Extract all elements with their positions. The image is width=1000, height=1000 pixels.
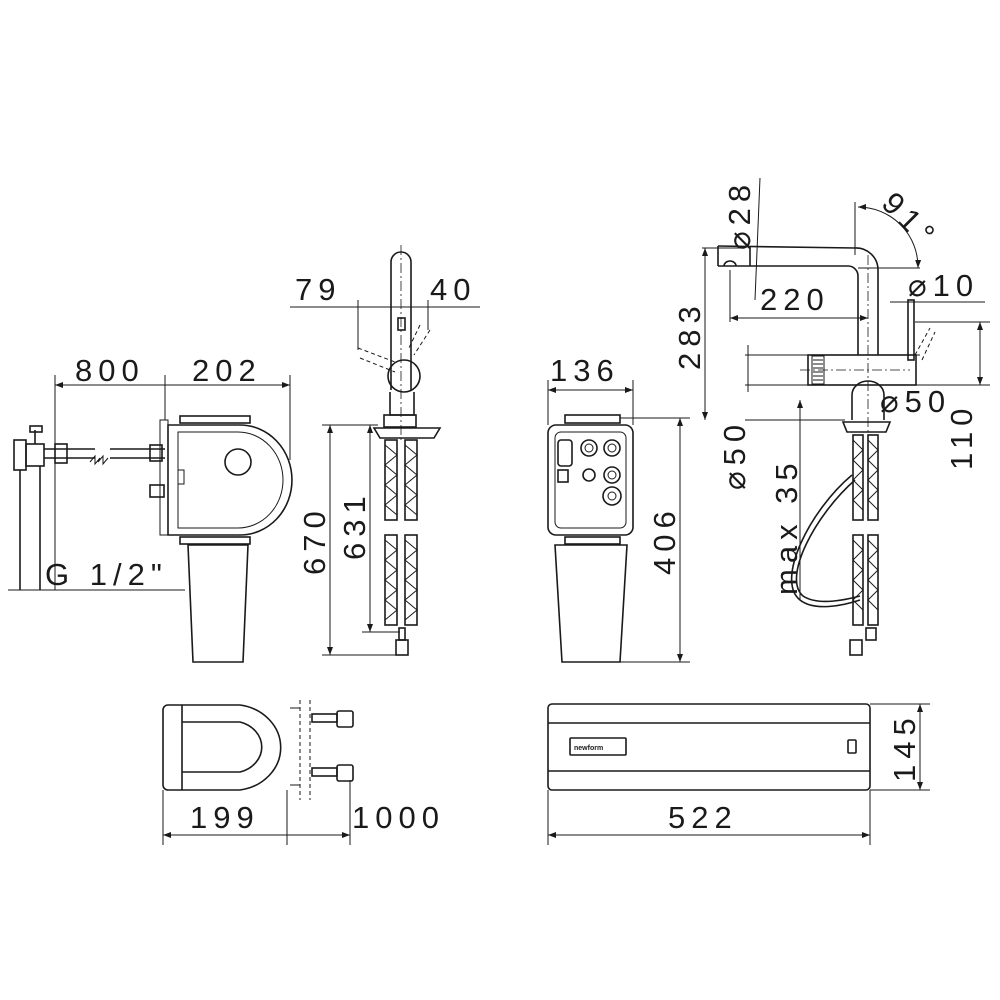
- dim-145: 145: [887, 712, 922, 782]
- tap-side-view: 79 40 670 631: [290, 245, 480, 656]
- dim-631: 631: [337, 490, 372, 560]
- brand-logo: newform: [569, 737, 627, 756]
- tap-hoses: [790, 434, 879, 656]
- dim-79: 79: [295, 272, 341, 307]
- front-view: 136 406: [547, 353, 690, 663]
- top-view-right: newform 145 522: [547, 703, 930, 845]
- dim-max-35: max 35: [769, 457, 804, 595]
- top-view-left: 199 1000: [162, 700, 445, 845]
- dim-40: 40: [430, 272, 476, 307]
- svg-text:newform: newform: [574, 745, 603, 752]
- dim-283: 283: [672, 300, 707, 370]
- dia-50-base: ⌀50: [717, 419, 752, 490]
- dim-522: 522: [668, 800, 738, 835]
- dim-199: 199: [190, 800, 260, 835]
- hoses: [384, 439, 418, 656]
- dim-1000: 1000: [352, 800, 445, 835]
- thread-label: G 1/2": [45, 557, 168, 592]
- indicator-light: [847, 739, 857, 754]
- dia-10: ⌀10: [908, 268, 979, 303]
- dia-28: ⌀28: [722, 179, 757, 250]
- dim-110: 110: [944, 403, 979, 470]
- side-view: 800 202 G 1/2": [8, 353, 293, 663]
- angle-91: 91°: [875, 185, 946, 256]
- dim-406: 406: [647, 505, 682, 575]
- dia-50-body: ⌀50: [880, 384, 951, 419]
- dim-136: 136: [550, 353, 620, 388]
- tap-front-view: ⌀28 91° 220 283 ⌀10 ⌀50 110 ⌀50 max 35: [672, 177, 990, 656]
- dim-202: 202: [192, 353, 262, 388]
- dim-800: 800: [75, 353, 145, 388]
- dim-670: 670: [297, 505, 332, 575]
- dim-220: 220: [760, 282, 830, 317]
